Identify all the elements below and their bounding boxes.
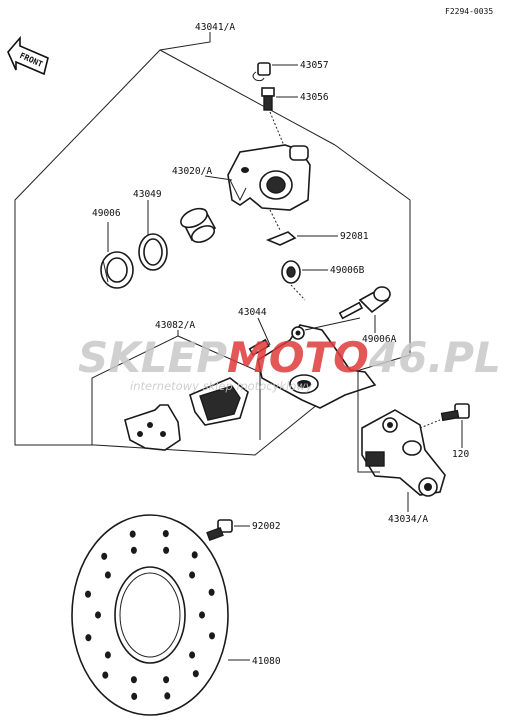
- label-49006b: 49006B: [330, 265, 365, 276]
- watermark-brand-mid: MOTO: [227, 333, 369, 382]
- watermark-tagline: internetowy sklep motocyklowy: [130, 379, 313, 393]
- brake-disc-icon: [71, 514, 229, 716]
- disc-vent-hole: [85, 634, 92, 642]
- watermark: SKLEPMOTO46.PL internetowy sklep motocyk…: [78, 333, 501, 393]
- slide-pin-boot-icon: [338, 286, 391, 320]
- bleeder-cap-icon: [252, 62, 271, 82]
- disc-vent-hole: [164, 692, 171, 700]
- label-43049: 43049: [133, 189, 162, 200]
- disc-vent-hole: [101, 552, 108, 560]
- bracket-bolt-icon: [440, 403, 470, 422]
- piston-icon: [180, 207, 217, 243]
- label-43044: 43044: [238, 307, 267, 318]
- disc-vent-hole: [163, 546, 170, 554]
- disc-vent-hole: [199, 611, 205, 619]
- bleeder-valve-icon: [261, 87, 275, 111]
- dust-seal-icon: [100, 251, 134, 289]
- caliper-mount-bracket-icon: [361, 409, 446, 497]
- disc-vent-hole: [189, 571, 196, 579]
- label-43034a: 43034/A: [388, 514, 428, 525]
- label-92002: 92002: [252, 521, 281, 532]
- label-120: 120: [452, 449, 469, 460]
- disc-vent-hole: [162, 530, 169, 538]
- brake-pad-rear-icon: [124, 404, 181, 451]
- disc-vent-hole: [130, 676, 137, 684]
- disc-vent-hole: [192, 670, 199, 678]
- label-43041a: 43041/A: [195, 22, 235, 33]
- caliper-holder-bracket-icon: [248, 317, 377, 409]
- disc-vent-hole: [131, 692, 138, 701]
- disc-vent-hole: [163, 676, 170, 684]
- label-41080: 41080: [252, 656, 281, 667]
- disc-vent-hole: [208, 588, 215, 596]
- disc-vent-hole: [102, 671, 109, 679]
- caliper-body-icon: [227, 144, 311, 211]
- brake-pad-front-icon: [189, 377, 249, 426]
- label-92081: 92081: [340, 231, 369, 242]
- brake-pads-outline: [91, 330, 261, 445]
- disc-vent-hole: [104, 571, 111, 579]
- disc-vent-hole: [85, 590, 91, 598]
- watermark-brand-left: SKLEP: [78, 333, 227, 382]
- disc-bolt-icon: [206, 519, 233, 542]
- label-43057: 43057: [300, 60, 329, 71]
- svg-text:SKLEPMOTO46.PL: SKLEPMOTO46.PL: [78, 333, 501, 382]
- label-49006a: 49006A: [362, 334, 397, 345]
- disc-vent-hole: [104, 651, 111, 659]
- piston-seal-icon: [138, 233, 168, 271]
- front-arrow-icon: FRONT: [7, 35, 49, 76]
- disc-vent-hole: [129, 530, 136, 538]
- disc-vent-hole: [191, 551, 198, 559]
- pin-boot-icon: [281, 260, 301, 284]
- disc-vent-hole: [130, 546, 137, 554]
- caliper-assembly-outline: [14, 32, 411, 456]
- disc-vent-hole: [95, 611, 101, 619]
- pad-spring-icon: [265, 209, 297, 246]
- label-43056: 43056: [300, 92, 329, 103]
- label-43020a: 43020/A: [172, 166, 212, 177]
- watermark-brand-right: 46.PL: [368, 333, 501, 382]
- label-43082a: 43082/A: [155, 320, 195, 331]
- disc-vent-hole: [209, 632, 215, 640]
- label-49006: 49006: [92, 208, 121, 219]
- figure-code: F2294-0035: [445, 7, 493, 16]
- disc-vent-hole: [189, 651, 196, 659]
